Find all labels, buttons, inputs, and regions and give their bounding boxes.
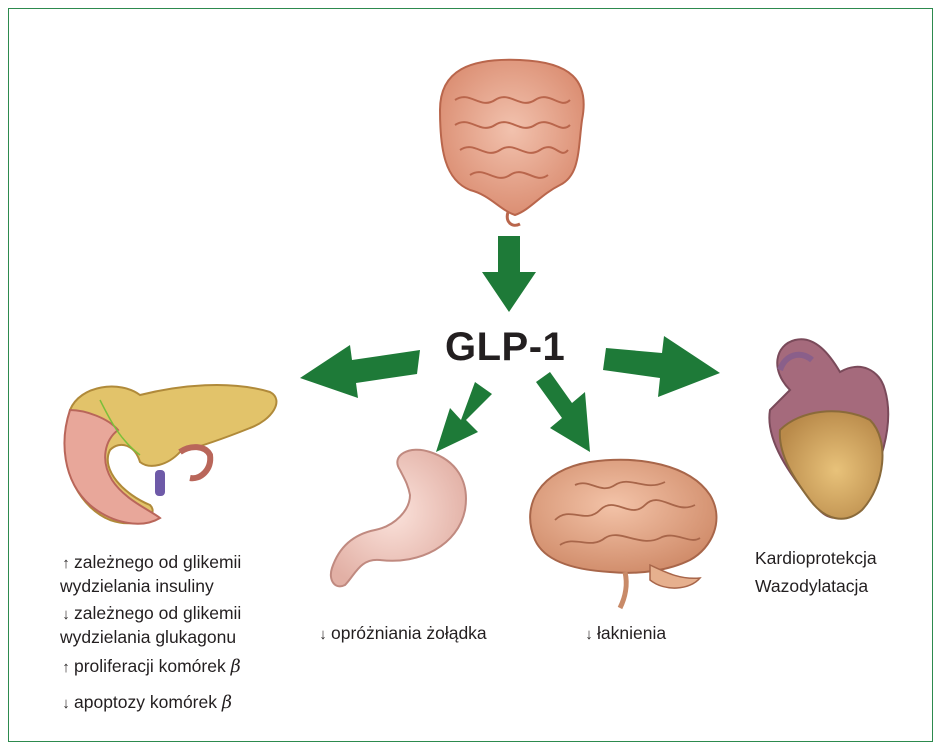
- arrow-down-symbol: ↓: [60, 605, 72, 625]
- effect-text: zależnego od glikemii: [74, 603, 241, 623]
- arrow-down-symbol: ↓: [60, 694, 72, 714]
- arrow-up-symbol: ↑: [60, 658, 72, 678]
- effect-text: apoptozy komórek: [74, 692, 217, 712]
- beta-symbol: β: [222, 693, 232, 713]
- intestine-icon: [440, 60, 584, 225]
- pancreas-effect-1: ↑zależnego od glikemii wydzielania insul…: [60, 551, 241, 598]
- beta-symbol: β: [231, 657, 241, 677]
- heart-effect-1: Kardioprotekcja: [755, 547, 877, 571]
- arrow-left-pancreas: [300, 345, 420, 398]
- brain-icon: [530, 460, 716, 608]
- effect-text: opróżniania żołądka: [331, 623, 487, 643]
- arrow-down-symbol: ↓: [583, 625, 595, 645]
- arrow-down-right-brain: [536, 372, 590, 452]
- heart-icon: [769, 339, 888, 519]
- pancreas-effect-4: ↓apoptozy komórek β: [60, 691, 232, 716]
- effect-text: wydzielania insuliny: [60, 576, 214, 596]
- pancreas-icon: [65, 385, 277, 524]
- effect-text: zależnego od glikemii: [74, 552, 241, 572]
- pancreas-effect-3: ↑proliferacji komórek β: [60, 655, 241, 680]
- stomach-icon: [331, 450, 466, 587]
- stomach-effect: ↓opróżniania żołądka: [317, 622, 487, 646]
- effect-text: proliferacji komórek: [74, 656, 226, 676]
- arrow-right-heart: [603, 336, 720, 397]
- brain-effect: ↓łaknienia: [583, 622, 666, 646]
- effect-text: wydzielania glukagonu: [60, 627, 236, 647]
- arrow-down-symbol: ↓: [317, 625, 329, 645]
- arrow-down-left-stomach: [436, 382, 492, 452]
- effect-text: łaknienia: [597, 623, 666, 643]
- arrow-down-main: [482, 236, 536, 312]
- pancreas-effect-2: ↓zależnego od glikemii wydzielania gluka…: [60, 602, 241, 649]
- heart-effect-2: Wazodylatacja: [755, 575, 868, 599]
- arrow-up-symbol: ↑: [60, 554, 72, 574]
- center-label-glp1: GLP-1: [445, 325, 565, 370]
